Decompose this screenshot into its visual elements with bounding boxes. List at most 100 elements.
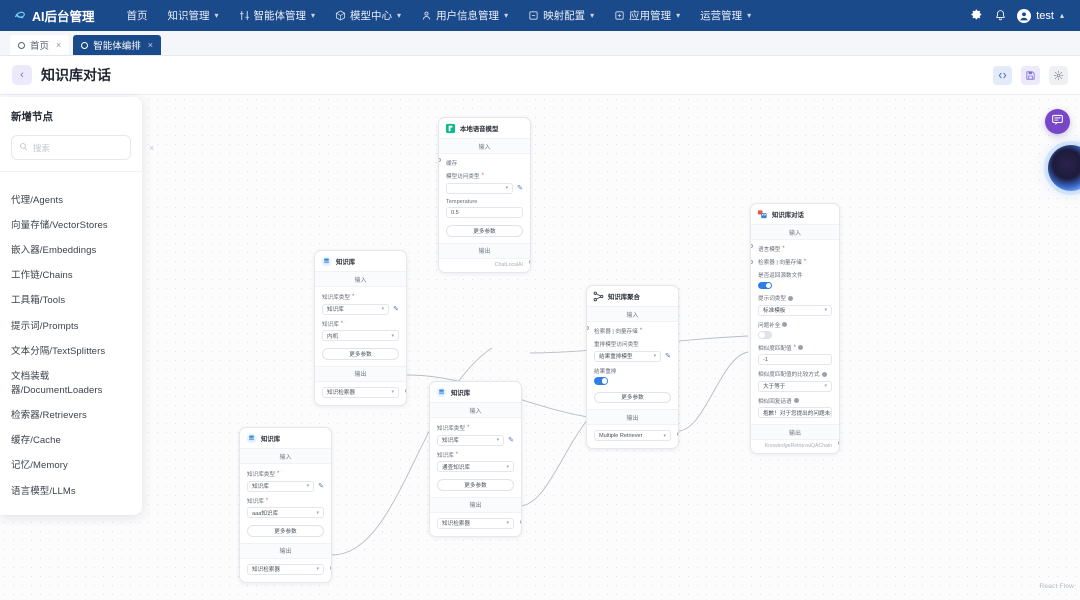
node-header: 知识库	[240, 428, 331, 448]
node-input-label: 输入	[430, 402, 521, 418]
save-button[interactable]	[1021, 65, 1040, 85]
node-knowledge-base-2[interactable]: 知识库 输入 知识库类型* 知识库 ▾ ✎ 知识库* 通查知识库 ▾ 更多参数	[429, 381, 522, 537]
nav-item-mapping-config[interactable]: 映射配置 ▾	[518, 0, 604, 31]
output-handle[interactable]	[528, 259, 530, 264]
edit-icon[interactable]: ✎	[318, 483, 324, 490]
node-category-textsplitters[interactable]: 文本分隔/TextSplitters	[11, 345, 106, 357]
more-params-button[interactable]: 更多参数	[446, 225, 523, 237]
edit-icon[interactable]: ✎	[393, 306, 399, 313]
output-handle[interactable]	[676, 432, 678, 436]
node-category-vectorstores[interactable]: 向量存储/VectorStores	[11, 219, 108, 231]
model-access-type-select[interactable]: ▾	[446, 182, 514, 194]
required-marker: *	[803, 259, 807, 265]
return-source-toggle[interactable]	[758, 281, 772, 289]
temperature-input[interactable]: 0.5	[446, 207, 523, 218]
field-label-text: 相似回复话语	[758, 398, 792, 405]
more-params-button[interactable]: 更多参数	[437, 479, 514, 491]
input-handle-retriever[interactable]	[587, 326, 589, 330]
nav-item-model-center[interactable]: 模型中心 ▾	[325, 0, 411, 31]
edit-icon[interactable]: ✎	[665, 353, 671, 360]
output-handle[interactable]	[519, 519, 521, 524]
edit-icon[interactable]: ✎	[517, 185, 523, 192]
kb-type-select[interactable]: 知识库 ▾	[437, 434, 505, 446]
info-icon[interactable]	[821, 371, 827, 377]
reactflow-attribution: React Flow	[1039, 583, 1074, 590]
panel-divider	[0, 171, 142, 172]
tab-home[interactable]: 首页 ×	[10, 35, 70, 55]
node-category-tools[interactable]: 工具箱/Tools	[11, 295, 66, 307]
nav-item-operations-management[interactable]: 运营管理 ▾	[690, 0, 761, 31]
port-label-cache: 缓存	[446, 161, 458, 167]
more-params-button[interactable]: 更多参数	[247, 525, 324, 537]
node-knowledge-base-3[interactable]: 知识库 输入 知识库类型* 知识库 ▾ ✎ 知识库* aaa知识库 ▾ 更多参数	[239, 427, 332, 583]
output-handle[interactable]	[404, 388, 406, 393]
node-category-prompts[interactable]: 提示词/Prompts	[11, 320, 79, 332]
info-icon[interactable]	[787, 295, 793, 301]
output-type-select[interactable]: 知识检索器 ▾	[247, 563, 324, 575]
code-button[interactable]	[993, 65, 1012, 85]
similarity-compare-mode-select[interactable]: 大于等于 ▾	[758, 380, 832, 392]
question-completion-toggle[interactable]	[758, 331, 772, 339]
input-handle-llm[interactable]	[751, 244, 753, 248]
input-handle-retriever[interactable]	[751, 260, 753, 264]
clear-icon[interactable]: ×	[149, 142, 155, 153]
similarity-threshold-input[interactable]: -1	[758, 354, 832, 365]
node-knowledge-base-aggregate[interactable]: 知识库聚合 输入 检索器 | 向量存储* 重排模型访问类型 结果重排模型 ▾ ✎…	[586, 285, 679, 449]
kb-select[interactable]: 通查知识库 ▾	[437, 461, 514, 472]
node-category-documentloaders[interactable]: 文档装载器/DocumentLoaders	[11, 370, 103, 396]
node-knowledge-base-1[interactable]: 知识库 输入 知识库类型* 知识库 ▾ ✎ 知识库* 内机 ▾ 更多参数	[314, 250, 407, 406]
nav-item-agent-management[interactable]: 智能体管理 ▾	[229, 0, 326, 31]
output-type-select[interactable]: 知识检索器 ▾	[322, 386, 399, 398]
node-category-memory[interactable]: 记忆/Memory	[11, 460, 68, 472]
rerank-model-select[interactable]: 结果重排模型 ▾	[594, 350, 662, 362]
info-icon[interactable]	[797, 345, 803, 350]
nav-item-app-management[interactable]: 应用管理 ▾	[604, 0, 690, 31]
settings-button[interactable]	[1049, 65, 1068, 85]
bell-icon[interactable]	[993, 9, 1007, 23]
chevron-down-icon: ▾	[381, 306, 385, 312]
user-menu[interactable]: test ▴	[1017, 8, 1064, 23]
kb-type-select[interactable]: 知识库 ▾	[322, 303, 390, 315]
kb-type-select[interactable]: 知识库 ▾	[247, 480, 315, 492]
assistant-orb[interactable]	[1048, 145, 1080, 191]
prompt-type-select[interactable]: 标准模板 ▾	[758, 304, 832, 316]
node-category-retrievers[interactable]: 检索器/Retrievers	[11, 410, 87, 422]
gear-icon[interactable]	[969, 9, 983, 23]
output-handle[interactable]	[329, 565, 331, 570]
kb-select[interactable]: aaa知识库 ▾	[247, 507, 324, 518]
info-icon[interactable]	[782, 322, 788, 327]
search-input[interactable]	[33, 142, 144, 153]
nav-item-home[interactable]: 首页	[117, 0, 158, 31]
node-category-llms[interactable]: 语言模型/LLMs	[11, 485, 76, 497]
node-search-box[interactable]: ×	[11, 135, 154, 160]
output-type-select[interactable]: 知识检索器 ▾	[437, 517, 514, 529]
node-output-label: 输出	[439, 242, 530, 259]
nav-item-user-info-management[interactable]: 用户信息管理 ▾	[411, 0, 518, 31]
node-category-agents[interactable]: 代理/Agents	[11, 194, 64, 206]
node-knowledge-retrieval-qa-chain[interactable]: 知识库对话 输入 语言模型* 检索器 | 向量存储* 是否返回源数文件 提示词类…	[750, 203, 840, 454]
tab-agent-orchestration[interactable]: 智能体编排 ×	[73, 35, 162, 55]
back-button[interactable]: ‹	[12, 65, 32, 85]
close-icon[interactable]: ×	[147, 40, 154, 50]
output-handle[interactable]	[837, 441, 839, 445]
edit-icon[interactable]: ✎	[508, 437, 514, 444]
flow-canvas[interactable]: 本地语音模型 输入 缓存 模型访问类型* ▾ ✎ Temperature 0.5	[0, 95, 1080, 600]
chat-button[interactable]	[1045, 109, 1070, 134]
nav-item-knowledge-management[interactable]: 知识管理 ▾	[158, 0, 229, 31]
rerank-toggle[interactable]	[594, 377, 608, 385]
more-params-button[interactable]: 更多参数	[594, 391, 671, 403]
input-handle-cache[interactable]	[439, 158, 441, 162]
node-category-cache[interactable]: 缓存/Cache	[11, 435, 61, 447]
node-title: 知识库	[261, 436, 281, 443]
info-icon[interactable]	[793, 398, 799, 403]
more-params-button[interactable]: 更多参数	[322, 348, 399, 360]
kb-select[interactable]: 内机 ▾	[322, 330, 399, 341]
close-icon[interactable]: ×	[56, 40, 62, 50]
select-value: 标准模板	[763, 308, 786, 314]
fallback-reply-input[interactable]: 抱歉！对于您提出的问题未找到匹配的	[758, 407, 832, 418]
output-type-select[interactable]: Multiple Retriever ▾	[594, 430, 671, 441]
node-input-label: 输入	[240, 448, 331, 464]
node-category-chains[interactable]: 工作链/Chains	[11, 270, 73, 282]
node-category-embeddings[interactable]: 嵌入器/Embeddings	[11, 244, 97, 256]
node-chat-local-model[interactable]: 本地语音模型 输入 缓存 模型访问类型* ▾ ✎ Temperature 0.5	[438, 117, 531, 273]
